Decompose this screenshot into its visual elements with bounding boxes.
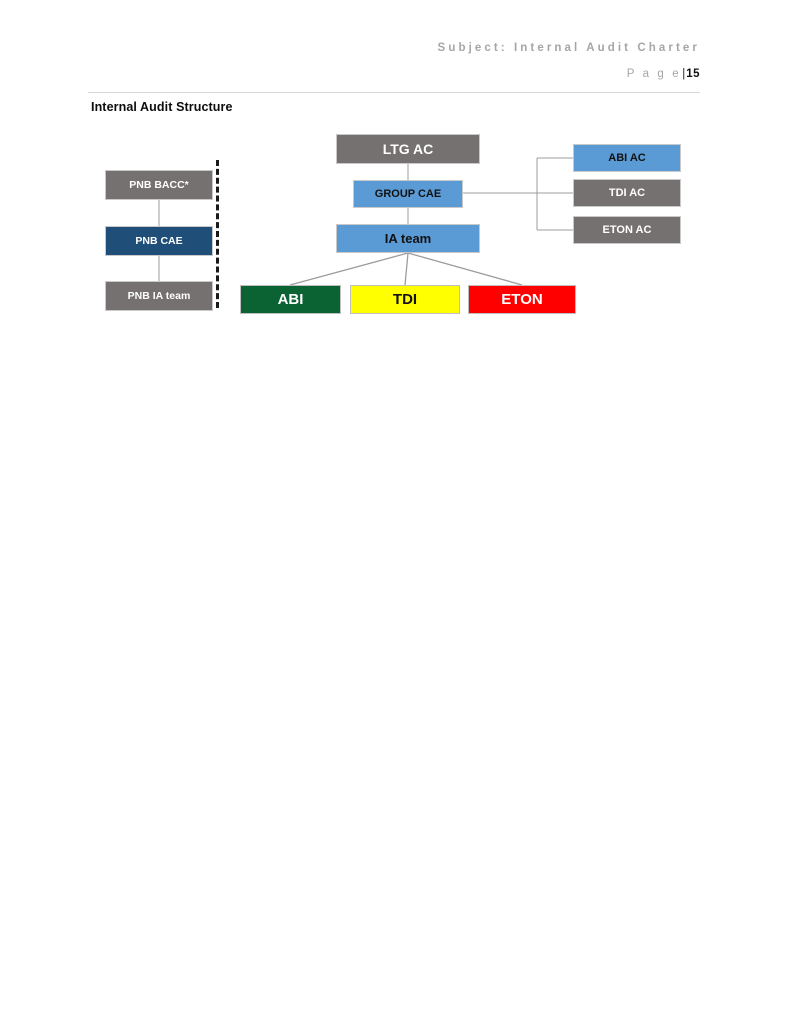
node-eton[interactable]: ETON (468, 285, 576, 314)
header-page-indicator: P a g e|15 (88, 66, 700, 82)
cluster-divider (216, 160, 219, 308)
page-number: 15 (686, 68, 700, 80)
page-title: Internal Audit Structure (91, 100, 233, 114)
node-tdi[interactable]: TDI (350, 285, 460, 314)
page-separator: | (682, 68, 686, 80)
node-ltg-ac[interactable]: LTG AC (336, 134, 480, 164)
node-pnb-ia-team[interactable]: PNB IA team (105, 281, 213, 311)
page-label: P a g e (626, 68, 682, 80)
node-abi[interactable]: ABI (240, 285, 341, 314)
header-divider-rule (88, 92, 700, 93)
node-pnb-cae[interactable]: PNB CAE (105, 226, 213, 256)
header-subject: Subject: Internal Audit Charter (437, 42, 700, 54)
node-pnb-bacc[interactable]: PNB BACC* (105, 170, 213, 200)
node-abi-ac[interactable]: ABI AC (573, 144, 681, 172)
node-tdi-ac[interactable]: TDI AC (573, 179, 681, 207)
node-group-cae[interactable]: GROUP CAE (353, 180, 463, 208)
node-ia-team[interactable]: IA team (336, 224, 480, 253)
page-header: Subject: Internal Audit Charter P a g e|… (88, 40, 700, 94)
node-eton-ac[interactable]: ETON AC (573, 216, 681, 244)
